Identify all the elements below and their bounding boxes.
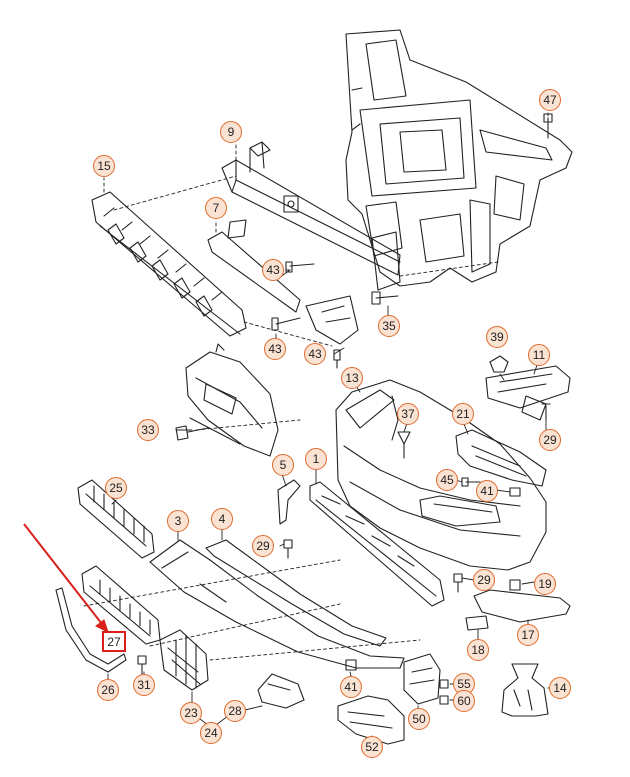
callout-47: 47 xyxy=(539,89,561,111)
callout-24: 24 xyxy=(200,722,222,744)
callout-29-a: 29 xyxy=(539,429,561,451)
fog-grille-23 xyxy=(159,629,209,691)
air-duct-52 xyxy=(337,695,405,745)
callout-21: 21 xyxy=(452,403,474,425)
callout-33: 33 xyxy=(137,419,159,441)
bolt-43-c xyxy=(333,349,341,369)
bracket-strip-part xyxy=(207,219,359,345)
callout-26: 26 xyxy=(97,679,119,701)
callout-27-highlighted: 27 xyxy=(102,631,126,652)
callout-29-c: 29 xyxy=(473,569,495,591)
bracket-50 xyxy=(403,653,441,705)
callout-60: 60 xyxy=(453,690,475,712)
callout-23: 23 xyxy=(180,702,202,724)
callout-25: 25 xyxy=(105,477,127,499)
callout-41-a: 41 xyxy=(476,480,498,502)
reinforcement-bar-part xyxy=(221,141,401,291)
callout-4: 4 xyxy=(211,508,233,530)
bolt-35 xyxy=(371,291,399,305)
callout-43-b: 43 xyxy=(264,338,286,360)
lock-carrier-part xyxy=(345,29,573,287)
callout-19: 19 xyxy=(534,573,556,595)
clip-41-b xyxy=(345,659,357,671)
highlight-arrow xyxy=(23,523,109,633)
callout-28: 28 xyxy=(224,700,246,722)
bolt-43-a xyxy=(285,261,315,273)
nut-55 xyxy=(439,679,449,689)
callout-3: 3 xyxy=(167,510,189,532)
callout-31: 31 xyxy=(133,674,155,696)
bag-14 xyxy=(501,663,549,717)
callout-17: 17 xyxy=(517,624,539,646)
bracket-28 xyxy=(257,673,305,709)
clip-37 xyxy=(397,431,411,459)
callout-9: 9 xyxy=(220,121,242,143)
trim-strip-5 xyxy=(277,479,301,525)
clip-41-a xyxy=(509,487,521,497)
callout-29-b: 29 xyxy=(252,535,274,557)
bolt-45 xyxy=(461,477,481,487)
callout-1: 1 xyxy=(305,448,327,470)
callout-13: 13 xyxy=(341,367,363,389)
lower-spoiler-3 xyxy=(149,539,405,669)
callout-41-b: 41 xyxy=(340,676,362,698)
screw-29-a xyxy=(541,403,551,421)
clip-33 xyxy=(175,425,209,441)
bolt-43-b xyxy=(271,317,301,331)
callout-50: 50 xyxy=(408,708,430,730)
callout-18: 18 xyxy=(467,639,489,661)
clip-19 xyxy=(509,579,521,591)
callout-5: 5 xyxy=(272,454,294,476)
callout-14: 14 xyxy=(549,677,571,699)
upper-grille-25 xyxy=(77,479,155,559)
screw-29-b xyxy=(283,539,293,559)
callout-55: 55 xyxy=(453,673,475,695)
trim-strip-4 xyxy=(205,539,387,647)
callout-37: 37 xyxy=(397,403,419,425)
bolt-47 xyxy=(543,113,553,139)
screw-31 xyxy=(137,655,147,675)
callout-35: 35 xyxy=(378,315,400,337)
guide-bracket-11 xyxy=(485,365,571,421)
screw-29-c xyxy=(453,573,463,593)
cap-18 xyxy=(465,615,489,631)
clip-39 xyxy=(489,355,509,373)
side-molding-17 xyxy=(473,589,571,623)
callout-43-a: 43 xyxy=(262,259,284,281)
callout-52: 52 xyxy=(361,736,383,758)
callout-45: 45 xyxy=(436,469,458,491)
callout-43-c: 43 xyxy=(304,343,326,365)
rear-bumper-part xyxy=(185,343,279,457)
callout-7: 7 xyxy=(205,197,227,219)
energy-absorber-part xyxy=(91,191,247,337)
callout-11: 11 xyxy=(528,344,550,366)
trim-strip-1 xyxy=(309,481,445,607)
side-bracket-21 xyxy=(455,429,547,487)
trim-strip-26 xyxy=(55,587,127,673)
callout-39: 39 xyxy=(486,326,508,348)
screw-60 xyxy=(439,695,449,705)
callout-15: 15 xyxy=(93,155,115,177)
